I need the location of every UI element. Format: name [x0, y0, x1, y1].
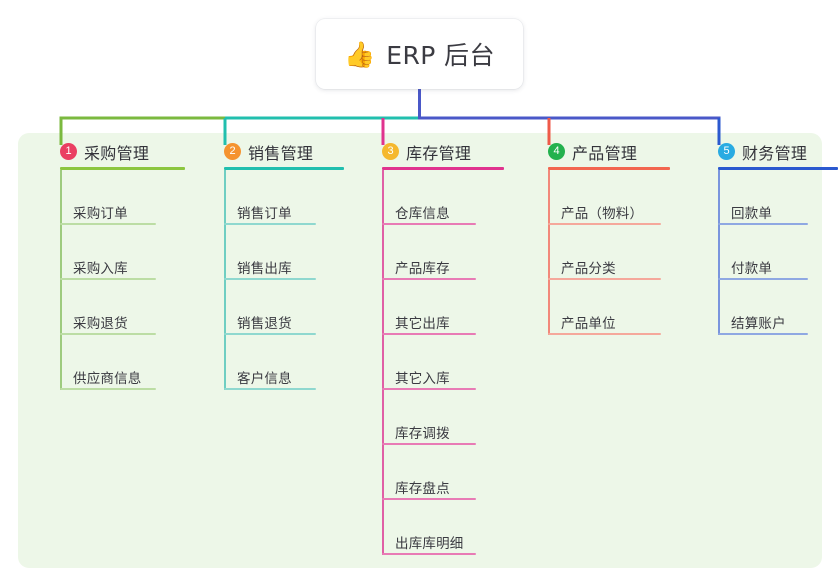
category-spine — [548, 170, 550, 335]
category-badge-3: 3 — [382, 143, 399, 160]
root-title: ERP 后台 — [386, 41, 495, 70]
leaf-underline — [718, 333, 808, 335]
leaf-item[interactable]: 采购订单 — [40, 170, 156, 225]
category-column-4: 4 产品管理产品（物料） 产品分类产品单位 — [528, 133, 670, 335]
leaf-item[interactable]: 库存盘点 — [362, 445, 476, 500]
leaf-item[interactable]: 付款单 — [698, 225, 808, 280]
leaf-underline — [548, 278, 661, 280]
leaf-item[interactable]: 回款单 — [698, 170, 808, 225]
leaf-label: 付款单 — [731, 261, 773, 277]
leaf-label: 采购订单 — [73, 206, 128, 222]
category-column-1: 1 采购管理采购订单采购入库采购退货供应商信息 — [40, 133, 185, 390]
leaf-label: 回款单 — [731, 206, 773, 222]
leaf-label: 其它入库 — [395, 371, 450, 387]
leaf-underline — [382, 498, 476, 500]
category-underline — [224, 167, 344, 170]
leaf-label: 产品（物料） — [561, 206, 644, 222]
leaf-underline — [224, 388, 316, 390]
leaf-underline — [382, 443, 476, 445]
leaf-underline — [382, 388, 476, 390]
leaf-underline — [60, 388, 156, 390]
leaf-underline — [60, 333, 156, 335]
category-column-3: 3 库存管理仓库信息产品库存其它出库其它入库库存调拨库存盘点出库库明细 — [362, 133, 504, 555]
leaf-underline — [382, 278, 476, 280]
leaf-item[interactable]: 其它入库 — [362, 335, 476, 390]
leaf-item[interactable]: 结算账户 — [698, 280, 808, 335]
category-label: 产品管理 — [572, 143, 638, 163]
root-node[interactable]: 👍 ERP 后台 — [316, 19, 523, 89]
leaf-label: 销售出库 — [237, 261, 292, 277]
leaf-label: 产品库存 — [395, 261, 450, 277]
leaf-underline — [224, 333, 316, 335]
leaf-underline — [718, 223, 808, 225]
leaf-label: 采购入库 — [73, 261, 128, 277]
category-badge-1: 1 — [60, 143, 77, 160]
category-spine — [60, 170, 62, 390]
leaf-item[interactable]: 销售出库 — [204, 225, 316, 280]
category-column-5: 5 财务管理回款单付款单结算账户 — [698, 133, 838, 335]
leaf-item[interactable]: 产品分类 — [528, 225, 661, 280]
leaf-item[interactable]: 产品单位 — [528, 280, 661, 335]
leaf-underline — [224, 278, 316, 280]
thumbs-up-icon: 👍 — [344, 39, 376, 69]
leaf-underline — [382, 333, 476, 335]
leaf-item[interactable]: 库存调拨 — [362, 390, 476, 445]
category-underline — [382, 167, 504, 170]
leaf-item[interactable]: 产品库存 — [362, 225, 476, 280]
category-underline — [718, 167, 838, 170]
leaf-label: 销售订单 — [237, 206, 292, 222]
leaf-item[interactable]: 客户信息 — [204, 335, 316, 390]
category-header-2[interactable]: 2 销售管理 — [204, 133, 344, 170]
leaf-item[interactable]: 其它出库 — [362, 280, 476, 335]
category-label: 财务管理 — [742, 143, 808, 163]
leaf-label: 产品分类 — [561, 261, 616, 277]
leaf-label: 库存盘点 — [395, 481, 450, 497]
category-header-3[interactable]: 3 库存管理 — [362, 133, 504, 170]
leaf-label: 出库库明细 — [395, 536, 464, 552]
diagram-panel — [18, 133, 822, 568]
leaf-item[interactable]: 销售订单 — [204, 170, 316, 225]
leaf-item[interactable]: 采购退货 — [40, 280, 156, 335]
leaf-label: 结算账户 — [731, 316, 786, 332]
leaf-underline — [718, 278, 808, 280]
category-header-4[interactable]: 4 产品管理 — [528, 133, 670, 170]
leaf-label: 库存调拨 — [395, 426, 450, 442]
leaf-label: 其它出库 — [395, 316, 450, 332]
category-label: 销售管理 — [248, 143, 314, 163]
category-badge-2: 2 — [224, 143, 241, 160]
leaf-label: 采购退货 — [73, 316, 128, 332]
category-spine — [382, 170, 384, 555]
leaf-label: 仓库信息 — [395, 206, 450, 222]
category-label: 采购管理 — [84, 143, 150, 163]
leaf-label: 产品单位 — [561, 316, 616, 332]
leaf-underline — [60, 223, 156, 225]
category-badge-4: 4 — [548, 143, 565, 160]
category-header-1[interactable]: 1 采购管理 — [40, 133, 185, 170]
leaf-item[interactable]: 销售退货 — [204, 280, 316, 335]
leaf-item[interactable]: 产品（物料） — [528, 170, 661, 225]
leaf-underline — [548, 223, 661, 225]
category-spine — [224, 170, 226, 390]
leaf-label: 客户信息 — [237, 371, 292, 387]
leaf-item[interactable]: 仓库信息 — [362, 170, 476, 225]
category-label: 库存管理 — [406, 143, 472, 163]
leaf-label: 供应商信息 — [73, 371, 142, 387]
category-header-5[interactable]: 5 财务管理 — [698, 133, 838, 170]
leaf-underline — [382, 553, 476, 555]
category-column-2: 2 销售管理销售订单销售出库销售退货客户信息 — [204, 133, 344, 390]
leaf-underline — [60, 278, 156, 280]
leaf-item[interactable]: 出库库明细 — [362, 500, 476, 555]
category-spine — [718, 170, 720, 335]
leaf-label: 销售退货 — [237, 316, 292, 332]
leaf-underline — [548, 333, 661, 335]
leaf-item[interactable]: 供应商信息 — [40, 335, 156, 390]
leaf-underline — [224, 223, 316, 225]
category-columns: 1 采购管理采购订单采购入库采购退货供应商信息 2 销售管理销售订单销售出库销售退货客… — [18, 133, 838, 568]
leaf-underline — [382, 223, 476, 225]
leaf-item[interactable]: 采购入库 — [40, 225, 156, 280]
category-underline — [60, 167, 185, 170]
category-badge-5: 5 — [718, 143, 735, 160]
category-underline — [548, 167, 670, 170]
